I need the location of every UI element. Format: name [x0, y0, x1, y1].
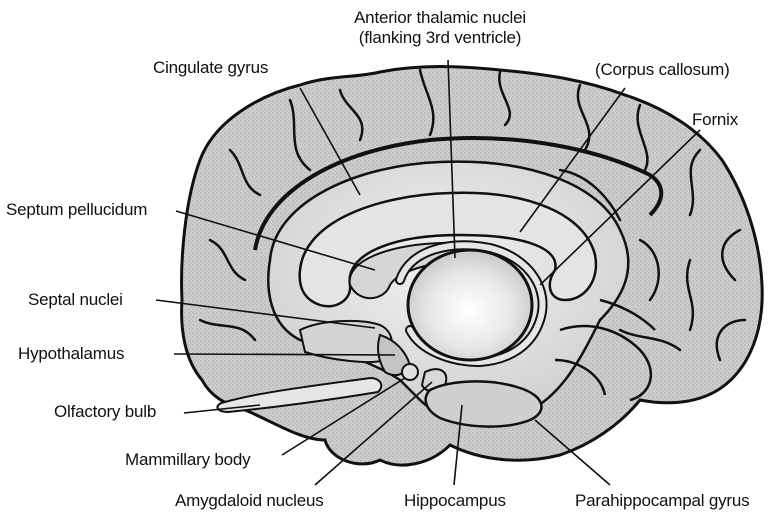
label-olfactory-bulb: Olfactory bulb [54, 402, 156, 422]
hippocampus-shape [426, 381, 542, 426]
label-hippocampus: Hippocampus [404, 491, 506, 511]
label-parahippocampal-gyrus: Parahippocampal gyrus [575, 491, 749, 511]
thalamus-shape [408, 250, 532, 360]
label-hypothalamus: Hypothalamus [18, 344, 124, 364]
label-cingulate-gyrus: Cingulate gyrus [153, 58, 268, 78]
label-mammillary-body: Mammillary body [125, 450, 250, 470]
label-anterior-thalamic-nuclei: Anterior thalamic nuclei (flanking 3rd v… [320, 8, 560, 48]
label-corpus-callosum: (Corpus callosum) [595, 60, 730, 80]
label-anterior-thalamic-nuclei-line1: Anterior thalamic nuclei [320, 8, 560, 28]
label-septum-pellucidum: Septum pellucidum [6, 200, 147, 220]
label-fornix: Fornix [692, 110, 738, 130]
label-anterior-thalamic-nuclei-line2: (flanking 3rd ventricle) [320, 28, 560, 48]
label-septal-nuclei: Septal nuclei [28, 290, 123, 310]
label-amygdaloid-nucleus: Amygdaloid nucleus [175, 491, 324, 511]
